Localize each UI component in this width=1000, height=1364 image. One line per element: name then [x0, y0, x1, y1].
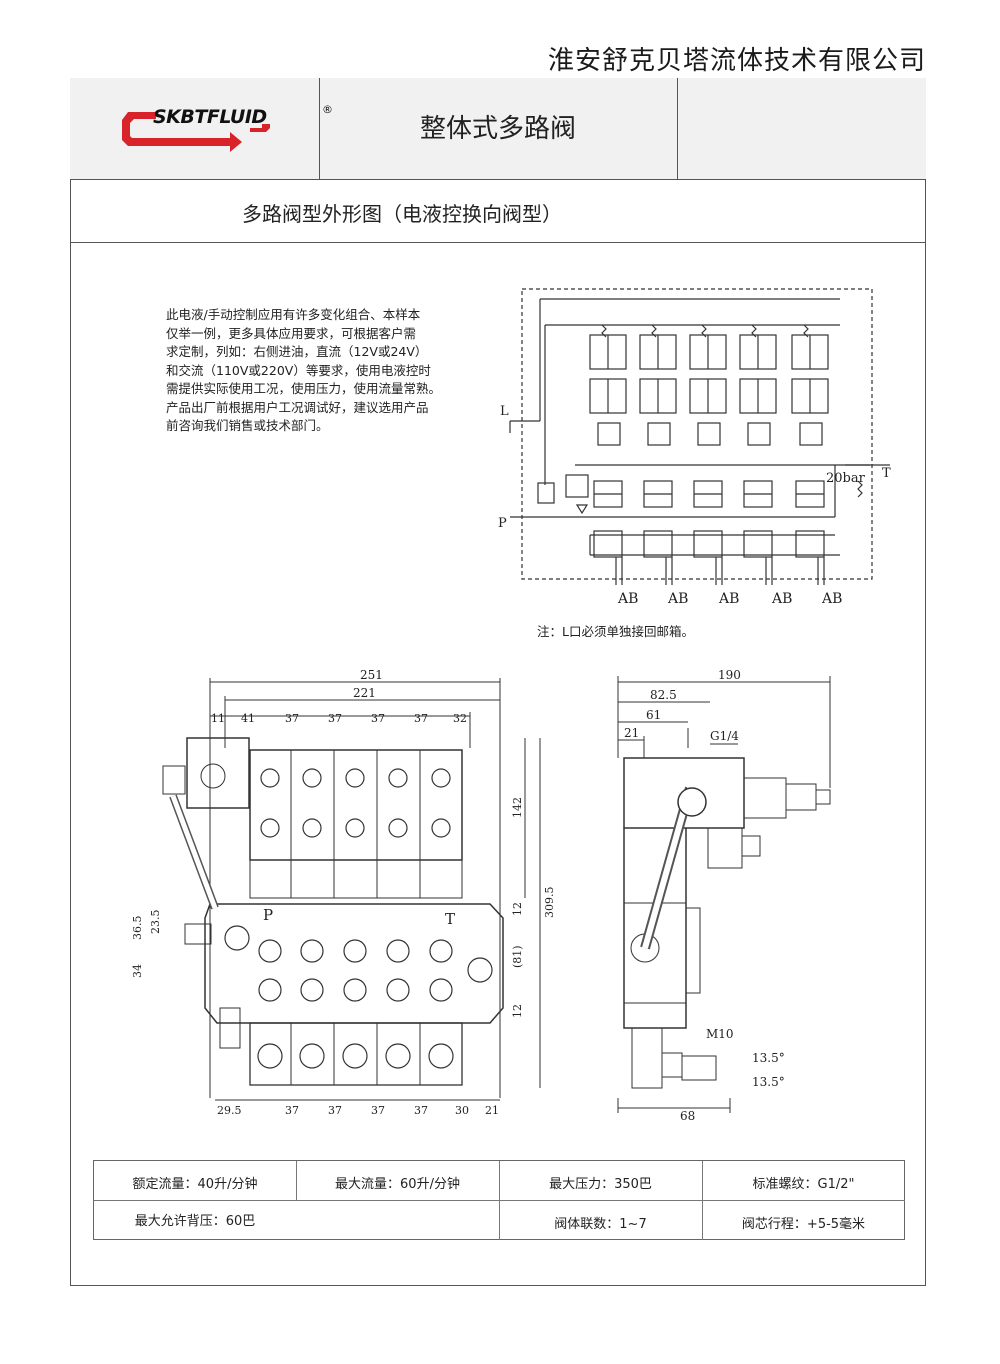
spec-rated-flow: 额定流量：40升/分钟 [132, 1177, 258, 1192]
hydraulic-schematic: L P T 20bar AB AB AB AB AB [498, 288, 891, 607]
dim-right: 142 [511, 797, 524, 818]
logo-text: SKBTFLUID [153, 106, 267, 128]
description-line: 需提供实际使用工况，使用压力，使用流量常熟。 [166, 381, 442, 396]
dim-251: 251 [360, 668, 383, 682]
dim-21: 21 [624, 726, 639, 740]
description-line: 前咨询我们销售或技术部门。 [166, 418, 329, 433]
schematic-note: 注：L口必须单独接回邮箱。 [537, 624, 694, 639]
dim-61: 61 [646, 708, 661, 722]
description-line: 和交流（110V或220V）等要求，使用电液控时 [166, 362, 431, 378]
dim-right: (81) [511, 945, 524, 968]
output-AB-3: AB [718, 591, 739, 607]
angle-label: 13.5° [752, 1075, 785, 1089]
dim-left: 23.5 [149, 910, 162, 935]
dim-bottom: 30 [455, 1104, 469, 1117]
description-line: 此电液/手动控制应用有许多变化组合、本样本 [166, 307, 421, 322]
dim-190: 190 [718, 668, 741, 682]
port-P-mark: P [263, 906, 273, 924]
dim-top: 37 [328, 712, 342, 725]
output-AB-5: AB [821, 591, 842, 607]
dim-bottom: 37 [328, 1104, 342, 1117]
spec-sections: 阀体联数：1~7 [554, 1217, 647, 1232]
dim-82-5: 82.5 [650, 688, 677, 702]
page-title: 整体式多路阀 [419, 114, 576, 144]
port-P-label: P [498, 516, 507, 531]
dim-top: 41 [241, 712, 255, 725]
logo-arrow-icon [122, 112, 270, 152]
spec-max-flow: 最大流量：60升/分钟 [335, 1177, 460, 1192]
spec-max-pressure: 最大压力：350巴 [549, 1177, 652, 1192]
dim-top: 37 [414, 712, 428, 725]
subtitle-row: 多路阀型外形图（电液控换向阀型） [70, 180, 926, 243]
dim-top: 37 [371, 712, 385, 725]
company-name: 淮安舒克贝塔流体技术有限公司 [547, 46, 926, 76]
dim-68: 68 [680, 1109, 695, 1123]
output-AB-2: AB [667, 591, 688, 607]
spec-table: 额定流量：40升/分钟 最大流量：60升/分钟 最大压力：350巴 标准螺纹：G… [93, 1160, 905, 1240]
dim-bottom: 37 [285, 1104, 299, 1117]
dim-top: 32 [453, 712, 467, 725]
m10-label: M10 [706, 1027, 734, 1041]
front-view-drawing: 251 221 11 41 37 37 37 37 32 29.5 37 37 … [131, 668, 556, 1117]
dim-left: 36.5 [131, 916, 144, 941]
dim-right: 12 [511, 902, 524, 916]
dim-top: 11 [211, 712, 225, 725]
dim-bottom: 37 [414, 1104, 428, 1117]
dim-left: 34 [131, 964, 144, 978]
pressure-label: 20bar [826, 471, 866, 486]
header-bar: SKBTFLUID ® 整体式多路阀 [70, 78, 926, 180]
description-block: 此电液/手动控制应用有许多变化组合、本样本 仅举一例，更多具体应用要求，可根据客… [166, 306, 466, 436]
description-line: 仅举一例，更多具体应用要求，可根据客户需 [166, 325, 417, 341]
dim-right: 12 [511, 1004, 524, 1018]
port-L-label: L [500, 404, 509, 419]
port-T-label: T [882, 466, 891, 481]
angle-label: 13.5° [752, 1051, 785, 1065]
dim-221: 221 [353, 686, 376, 700]
output-AB-1: AB [617, 591, 638, 607]
company-logo: SKBTFLUID ® [120, 103, 333, 156]
description-line: 求定制，列如：右侧进油，直流（12V或24V） [166, 344, 428, 359]
dim-right: 309.5 [543, 887, 556, 919]
dim-top: 37 [285, 712, 299, 725]
subtitle-text: 多路阀型外形图（电液控换向阀型） [242, 202, 562, 226]
description-line: 产品出厂前根据用户工况调试好，建议选用产品 [166, 399, 429, 415]
port-T-mark: T [445, 910, 455, 928]
dim-bottom: 21 [485, 1104, 499, 1117]
output-AB-4: AB [771, 591, 792, 607]
spec-spool-travel: 阀芯行程：+5-5毫米 [741, 1217, 866, 1232]
registered-mark: ® [322, 103, 333, 116]
dim-bottom: 29.5 [217, 1104, 242, 1117]
thread-label: G1/4 [710, 729, 739, 743]
side-view-drawing: 190 82.5 61 21 G1/4 M10 13.5° 13.5° 68 [617, 668, 831, 1123]
dim-bottom: 37 [371, 1104, 385, 1117]
spec-back-pressure: 最大允许背压：60巴 [134, 1214, 256, 1229]
spec-thread: 标准螺纹：G1/2" [752, 1177, 855, 1192]
logo-cell: SKBTFLUID ® [70, 78, 333, 179]
header-blank-cell [677, 78, 927, 179]
